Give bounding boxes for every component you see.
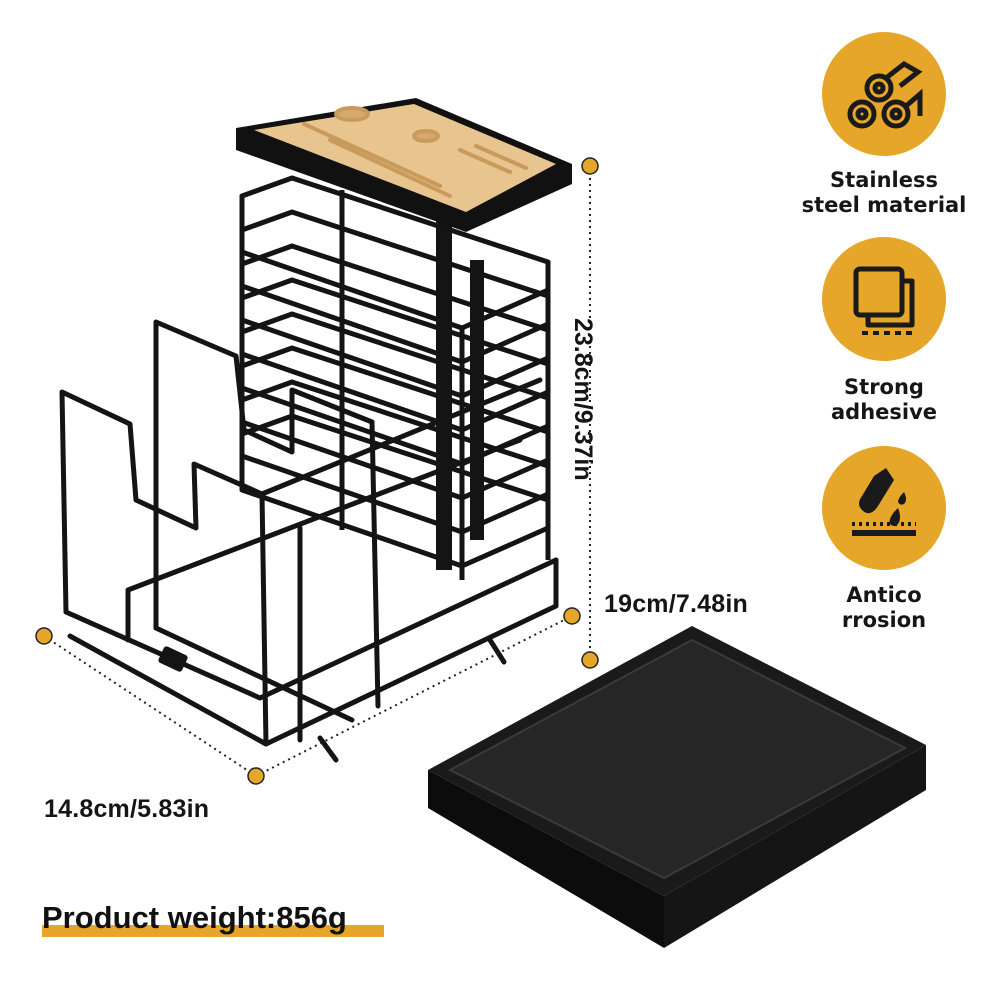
feature-adhesive-line1: Strong [844, 375, 924, 399]
adhesive-square-icon [853, 266, 915, 335]
corrosion-icon [852, 468, 916, 536]
feature-badge-corrosion [822, 446, 946, 570]
depth-dimension-label: 14.8cm/5.83in [44, 795, 210, 823]
product-weight-label: Product weight:856g [42, 900, 347, 935]
height-dimension-label: 23.8cm/9.37in [569, 318, 597, 481]
knife-cage [239, 175, 551, 580]
drip-tray [428, 626, 926, 948]
feature-corrosion-text: Antico rrosion [774, 583, 990, 633]
feature-adhesive-line2: adhesive [830, 400, 938, 424]
feature-corrosion-line1: Antico [846, 583, 922, 607]
bamboo-top [236, 98, 572, 232]
rack-clip [158, 646, 188, 672]
feature-stainless-line2: steel material [801, 193, 967, 217]
center-post [436, 220, 452, 570]
dimension-dots [35, 157, 599, 785]
dimension-lines [43, 166, 591, 777]
feature-stainless-text: Stainless steel material [774, 168, 990, 218]
board-rack [59, 319, 559, 763]
width-dimension-label: 19cm/7.48in [604, 590, 748, 618]
feature-adhesive-text: Strong adhesive [774, 375, 990, 425]
feature-badge-stainless [822, 32, 946, 156]
feature-stainless-line1: Stainless [830, 168, 938, 192]
feature-badge-adhesive [822, 237, 946, 361]
feature-corrosion-line2: rrosion [841, 608, 927, 632]
weight-underline [42, 925, 384, 937]
logs-icon [847, 60, 923, 129]
